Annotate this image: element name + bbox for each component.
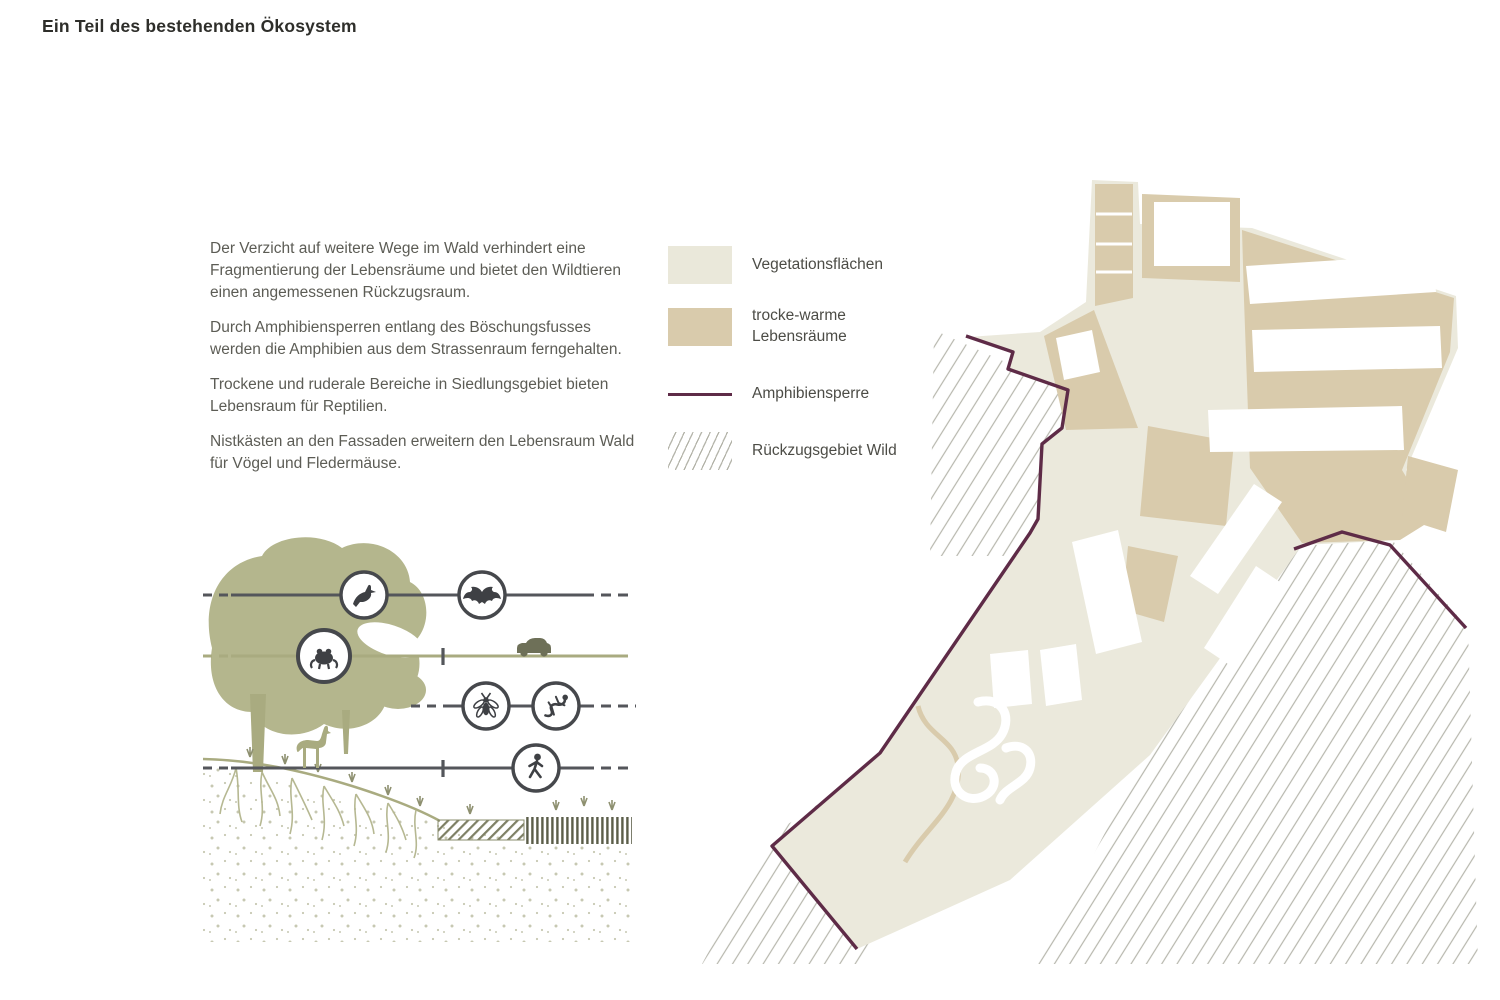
car-icon [517,638,551,657]
paragraph-wald: Der Verzicht auf weitere Wege im Wald ve… [210,240,621,301]
habitat-section-illustration [202,537,636,942]
pedestrian-icon [511,743,561,793]
paragraph-reptilien: Trockene und ruderale Bereiche in Siedlu… [210,376,609,415]
dry-warm-swatch [668,307,732,346]
legend-item-retreat: Rückzugsgebiet Wild [668,432,897,470]
legend-label-barrier: Amphibiensperre [752,384,870,402]
description-text: Der Verzicht auf weitere Wege im Wald ve… [210,238,644,488]
paragraph-nistkaesten: Nistkästen an den Fassaden erweitern den… [210,433,635,472]
map-legend: Vegetationsflächen trocke-warme Lebensrä… [668,246,948,486]
bat-icon [457,570,507,620]
footpath-loops [950,696,1036,805]
tree-trunk-2 [342,710,350,754]
vegetation-swatch [668,246,732,284]
legend-label-dry-warm: trocke-warme Lebensräume [752,307,847,345]
barrier-line-swatch [668,392,732,396]
ground-soil [202,747,632,942]
vegetated-wall [524,817,632,844]
page-title: Ein Teil des bestehenden Ökosystem [42,16,357,36]
legend-label-vegetation: Vegetationsflächen [752,255,883,273]
legend-item-vegetation: Vegetationsflächen [668,246,883,284]
legend-item-dry-warm: trocke-warme Lebensräume [668,306,884,348]
paragraph-amphibien: Durch Amphibiensperren entlang des Bösch… [210,319,622,358]
legend-label-retreat: Rückzugsgebiet Wild [752,441,897,459]
amphibian-barrier-line [770,334,1468,951]
legend-item-barrier: Amphibiensperre [668,384,869,404]
tree-trunk [250,694,266,772]
fly-icon [461,681,511,731]
building-footprints [990,202,1442,708]
retaining-wall [437,819,525,841]
species-badges [296,570,581,793]
site-plan-map [702,180,1478,964]
roots [219,767,418,859]
lizard-icon [531,681,581,731]
retreat-hatch-swatch [668,432,732,470]
crow-icon [339,570,389,620]
frog-icon [296,628,352,684]
deer-icon [296,725,331,768]
terrace-lines [1096,212,1132,274]
